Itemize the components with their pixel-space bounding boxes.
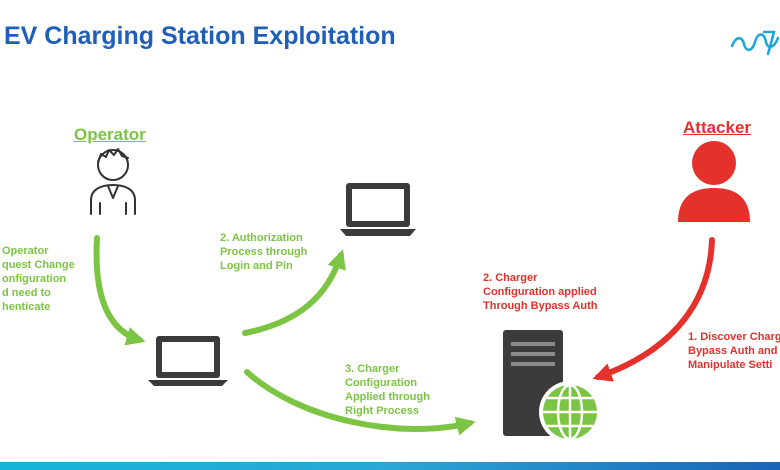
footer-bar — [0, 462, 780, 470]
authorization-text: 2. Authorization Process through Login a… — [220, 231, 307, 273]
right-process-line: Applied through — [345, 391, 430, 403]
operator-request-line: quest Change — [2, 259, 75, 271]
bypass-config-line: Through Bypass Auth — [483, 300, 598, 312]
authorization-line: Process through — [220, 246, 308, 258]
right-process-line: Configuration — [345, 377, 418, 389]
attacker-discovery-line: 1. Discover Charg — [688, 331, 780, 343]
laptop-to-server-arrow — [244, 369, 476, 436]
logo-icon — [730, 30, 780, 56]
attacker-person-icon — [678, 141, 750, 222]
operator-to-laptop-arrow — [93, 235, 146, 346]
operator-request-line: Operator — [2, 245, 49, 257]
attacker-discovery-line: Manipulate Setti — [688, 359, 773, 371]
laptop-icon — [148, 336, 228, 386]
right-process-text: 3. Charger Configuration Applied through… — [345, 362, 430, 418]
right-process-line: 3. Charger — [345, 363, 400, 375]
operator-request-text: Operator quest Change onfiguration d nee… — [2, 244, 75, 314]
laptop-icon — [340, 183, 416, 236]
operator-label: Operator — [74, 125, 146, 144]
authorization-line: 2. Authorization — [220, 232, 303, 244]
attacker-discovery-text: 1. Discover Charg Bypass Auth and Manipu… — [688, 330, 780, 372]
operator-request-line: onfiguration — [2, 273, 67, 285]
bypass-config-text: 2. Charger Configuration applied Through… — [483, 271, 597, 313]
attacker-discovery-line: Bypass Auth and — [688, 345, 778, 357]
globe-icon — [539, 381, 601, 443]
laptop-to-remote-laptop-arrow — [242, 249, 346, 336]
operator-request-line: henticate — [2, 301, 51, 313]
operator-request-line: d need to — [2, 287, 51, 299]
bypass-config-line: 2. Charger — [483, 272, 538, 284]
authorization-line: Login and Pin — [220, 260, 293, 272]
page-title: EV Charging Station Exploitation — [4, 22, 396, 50]
right-process-line: Right Process — [345, 405, 419, 417]
bypass-config-line: Configuration applied — [483, 286, 597, 298]
attacker-label: Attacker — [683, 118, 752, 137]
operator-person-icon — [90, 148, 136, 215]
attacker-to-server-arrow — [592, 237, 715, 382]
